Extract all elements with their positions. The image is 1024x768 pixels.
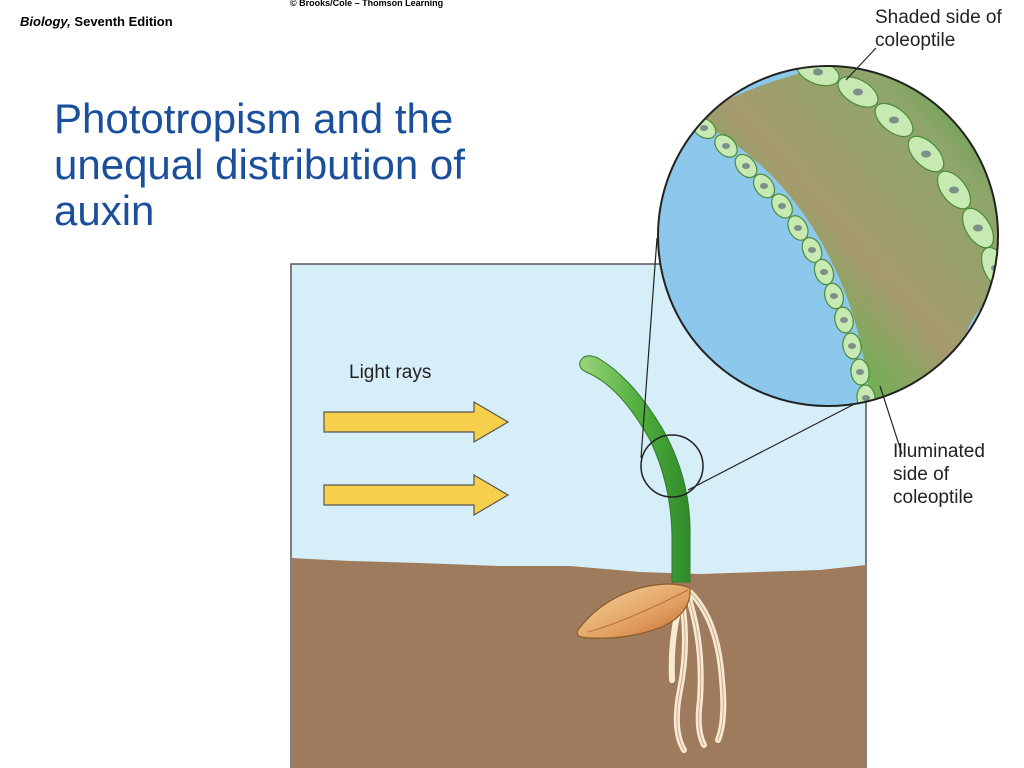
magnified-region-marker: [640, 434, 704, 498]
light-ray-arrow: [323, 473, 510, 517]
light-ray-arrow: [323, 400, 510, 444]
book-header: Biology, Seventh Edition: [20, 14, 173, 29]
copyright-notice: © Brooks/Cole – Thomson Learning: [290, 0, 444, 8]
book-edition: Seventh Edition: [74, 14, 173, 29]
zoom-line: [687, 397, 867, 491]
shaded-side-pointer: [845, 47, 877, 81]
illuminated-side-label: Illuminated side of coleoptile: [893, 441, 985, 508]
magnified-cell-view: [658, 66, 998, 406]
slide-title: Phototropism and the unequal distributio…: [54, 95, 465, 234]
coleoptile: [579, 355, 691, 583]
light-rays-label: Light rays: [349, 362, 432, 383]
zoom-line: [640, 237, 658, 459]
illuminated-side-pointer: [879, 385, 903, 455]
book-title: Biology,: [20, 14, 71, 29]
seed: [576, 583, 691, 639]
soil: [291, 558, 866, 768]
shaded-side-label: Shaded side of coleoptile: [875, 7, 1002, 51]
